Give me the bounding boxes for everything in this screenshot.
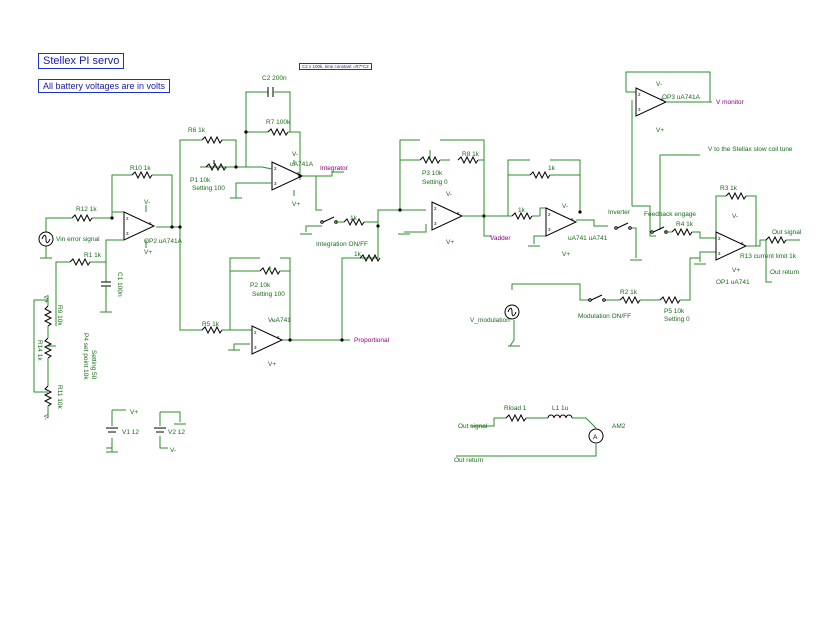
label-op1-vm: V- [732,213,738,220]
label-r5: R5 1k [202,321,220,328]
label-integ-sw: Integration ON/FF [316,241,368,248]
modulation-stage: V_modulation Modulation ON/FF R2 1k P5 1… [470,257,700,347]
label-vin: Vin error signal [56,236,100,243]
label-r-inv-in: 1k [518,207,526,214]
label-opi-vm: V- [292,151,298,158]
label-r6: R6 1k [188,127,206,134]
label-opp: uA741 [272,317,291,324]
label-v2: V2 12 [168,429,185,436]
label-p1-set: Setting 100 [192,185,225,192]
label-r11: R11 10k [56,385,63,409]
label-ops-vp: V+ [446,239,454,246]
label-l1: L1 1u [552,405,569,412]
label-op3: OP3 uA741A [662,94,701,101]
setpoint-divider: V+ V- R9 10k R14 1k R11 10k P4 set point… [33,295,97,420]
label-load-out-return: Out return [454,457,484,464]
label-vmod: V_modulation [470,317,510,324]
label-v1: V1 12 [122,429,139,436]
label-rload: Rload 1 [504,405,527,412]
label-opp-vp: V+ [268,361,276,368]
label-op2-vm: V- [144,199,150,206]
label-p4-set: Setting 50 [90,350,97,380]
label-vmon: V monitor [716,99,745,106]
label-r2: R2 1k [620,289,638,296]
label-inverter: Inverter [608,209,631,216]
integrator-stage: R6 1k P1 10k Setting 100 C2 200n R7 100k… [179,75,349,227]
label-r-b: 1k [354,251,362,258]
label-integrator: Integrator [320,165,349,172]
label-r4: R4 1k [676,221,694,228]
battery-note: All battery voltages are in volts [38,79,171,93]
label-opinv-vm: V- [562,203,568,210]
label-p3: P3 10k [422,170,443,177]
label-r9: R9 10k [56,305,63,326]
label-r1: R1 1k [84,252,102,259]
label-vminus-bot: V- [42,414,49,420]
label-r14: R14 1k [36,340,43,361]
input-stage: R12 1k R10 1k R1 1k C1 100n OP2 uA741A V… [38,165,183,326]
label-p1: P1 10k [190,177,211,184]
label-am2: AM2 [612,423,626,430]
label-out-signal: Out signal [772,229,802,236]
label-ammeter: A [593,434,598,441]
label-r13: R13 current limit 1k [740,253,797,260]
label-p2: P2 10k [250,282,271,289]
label-c2: C2 200n [262,75,287,82]
label-p5: P5 10k [664,308,685,315]
label-vplus-top: V+ [42,295,49,303]
label-p4: P4 set point 10k [82,333,89,380]
output-stage: V to the Stellax slow coil tune Feedback… [614,146,802,286]
label-r10: R10 1k [130,165,151,172]
label-op2: OP2 uA741A [144,238,183,245]
label-r12: R12 1k [76,206,97,213]
label-mod-sw: Modulation ON/FF [578,313,631,320]
adder-stage: Integration ON/FF 1k 1k P3 10k Setting 0… [299,139,511,262]
title-note: Stellex PI servo [38,53,125,69]
label-vadder: Vadder [490,235,511,242]
label-opp-vm: V- [268,317,274,324]
label-c1: C1 100n [116,272,123,297]
load-circuit: A Out signal Out return Rload 1 L1 1u AM… [454,405,626,464]
label-out-return: Out return [770,269,800,276]
label-p5-set: Setting 0 [664,316,690,323]
ammeter-icon [588,428,604,444]
label-opi: uA741A [290,161,314,168]
label-op3-vp: V+ [656,127,664,134]
proportional-stage: R5 1k P2 10k Setting 100 uA741 V- V+ Pro… [178,225,390,368]
label-fb-engage: Feedback engage [644,211,696,218]
label-op1: OP1 uA741 [716,279,750,286]
label-p3-set: Setting 0 [422,179,448,186]
label-op3-vm: V- [656,81,662,88]
label-r7: R7 100k [266,119,291,126]
label-op1-vp: V+ [732,267,740,274]
label-p2-set: Setting 100 [252,291,285,298]
label-r-a: 1k [350,215,358,222]
label-v2-vm: V- [170,447,176,454]
c2-note: C2 x 100k, time constant =R7*C2 [299,63,372,70]
label-load-out-signal: Out signal [458,423,488,430]
inverter-stage: 1k 1k uA741 uA741 V- V+ Inverter [484,159,631,258]
label-r8: R8 1k [462,151,480,158]
label-r-inv-fb: 1k [548,165,556,172]
label-op2-vp: V+ [144,249,152,256]
label-opinv-vp: V+ [562,251,570,258]
label-opinv: uA741 uA741 [568,235,608,242]
label-opi-vp: V+ [292,201,300,208]
label-r3: R3 1k [720,185,738,192]
label-proportional: Proportional [354,337,390,344]
label-ops: V- [446,191,452,198]
monitor-stage: OP3 uA741A V- V+ V monitor [625,71,745,206]
battery-sources: V1 12 V2 12 V+ V- [105,409,187,454]
label-vstell: V to the Stellax slow coil tune [708,146,793,153]
label-v1-vp: V+ [130,409,138,416]
